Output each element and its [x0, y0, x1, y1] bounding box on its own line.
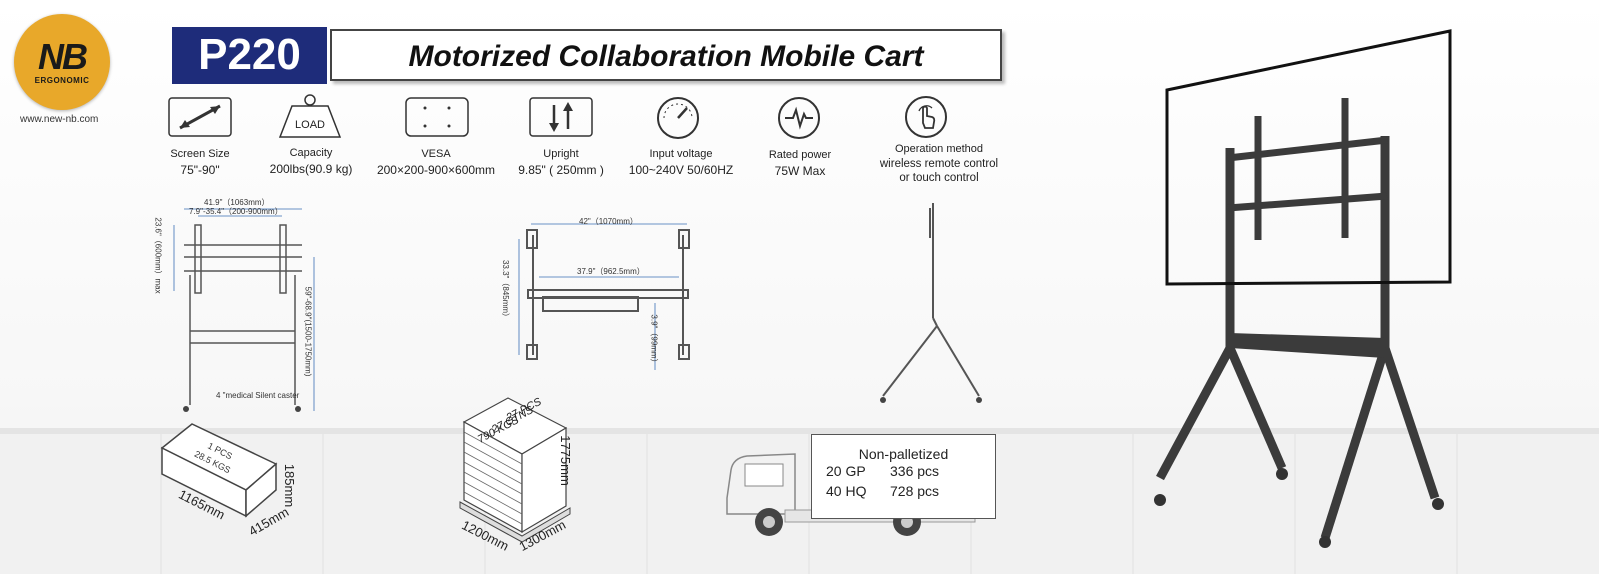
spec-value-screen-size: 75"-90"	[180, 163, 220, 177]
front-vesa-range-label: 7.9"-35.4"（200-900mm）	[189, 207, 283, 216]
product-title: Motorized Collaboration Mobile Cart	[408, 40, 924, 73]
spec-value-capacity: 200lbs(90.9 kg)	[269, 162, 353, 176]
shipping-title: Non-palletized	[858, 446, 949, 462]
website-url: www.new-nb.com	[20, 114, 99, 125]
spec-value-operation-2: or touch control	[899, 172, 979, 184]
caster-label: 4 "medical Silent caster	[216, 391, 300, 400]
logo-text: NB	[38, 36, 88, 77]
qty-40hq: 728 pcs	[890, 483, 940, 499]
title-box	[330, 29, 1002, 81]
model-number: P220	[198, 30, 301, 79]
screen-size-icon	[168, 97, 232, 137]
spec-label-upright: Upright	[543, 148, 579, 160]
spec-label-vesa: VESA	[421, 148, 451, 160]
side-profile-diagram	[880, 203, 982, 403]
load-label: LOAD	[295, 119, 325, 131]
front-vesa-height-label: 23.6"（600mm）max	[153, 217, 163, 294]
qty-20gp: 336 pcs	[890, 463, 940, 479]
voltage-icon	[657, 97, 699, 139]
front-width-label: 41.9"（1063mm）	[204, 198, 270, 207]
brand-logo: NB ERGONOMIC	[14, 14, 110, 110]
pallet-height: 1775mm	[557, 435, 573, 486]
base-depth-label: 33.3"（845mm）	[501, 259, 511, 322]
container-40hq: 40 HQ	[826, 483, 867, 499]
front-view-diagram	[173, 208, 315, 412]
front-height-range-label: 59"-68.9"(1500-1750mm)	[303, 286, 313, 377]
base-view-diagram	[518, 223, 690, 370]
shipping-box	[811, 434, 996, 519]
pallet-stack	[459, 397, 571, 543]
vesa-icon	[405, 97, 469, 137]
spec-label-voltage: Input voltage	[649, 148, 713, 160]
spec-value-upright: 9.85" ( 250mm )	[518, 163, 604, 177]
container-20gp: 20 GP	[826, 463, 866, 479]
baseboard	[0, 428, 1599, 434]
single-height: 185mm	[282, 463, 298, 508]
spec-value-operation: wireless remote control	[879, 158, 999, 170]
power-icon	[778, 97, 820, 139]
upright-icon	[529, 97, 593, 137]
base-width-label: 42"（1070mm）	[579, 217, 638, 226]
spec-value-vesa: 200×200-900×600mm	[376, 163, 496, 177]
spec-label-capacity: Capacity	[289, 147, 333, 159]
logo-subtext: ERGONOMIC	[34, 76, 90, 85]
touch-icon	[905, 96, 947, 138]
spec-label-power: Rated power	[768, 149, 832, 161]
spec-label-operation: Operation method	[894, 143, 984, 155]
spec-label-screen-size: Screen Size	[170, 148, 230, 160]
clearance-label: 3.9"（99mm）	[649, 314, 659, 367]
single-package-box	[160, 423, 278, 518]
inner-width-label: 37.9"（962.5mm）	[577, 267, 645, 276]
spec-value-voltage: 100~240V 50/60HZ	[628, 163, 734, 177]
spec-value-power: 75W Max	[774, 164, 826, 178]
product-render	[1154, 29, 1452, 548]
load-weight-icon: LOAD	[278, 94, 342, 138]
model-badge	[172, 27, 327, 84]
